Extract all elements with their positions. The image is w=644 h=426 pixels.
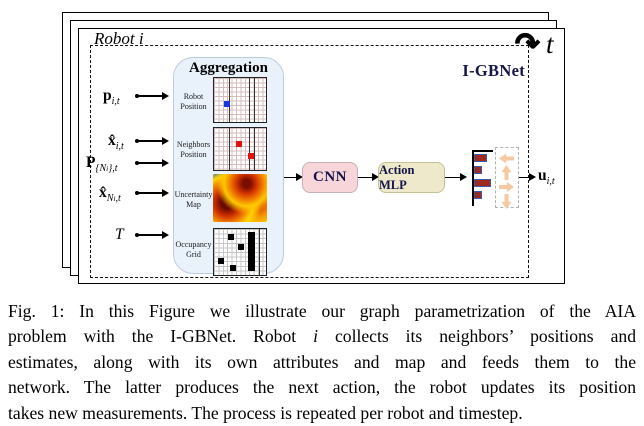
- symbol-main: P: [86, 154, 96, 171]
- arrow-dot: [135, 233, 139, 237]
- arrow-line: [445, 176, 462, 179]
- caption-robot-index: i: [313, 326, 319, 347]
- arrowhead-icon: [296, 173, 303, 181]
- input-arrow: [135, 92, 169, 100]
- uncertainty-map-label: Uncertainty Map: [174, 190, 213, 209]
- arrow-line: [138, 234, 163, 236]
- arrowhead-icon: [162, 231, 169, 239]
- symbol-subscript: ,t: [115, 193, 121, 205]
- input-arrow: [135, 159, 169, 167]
- input-arrow: [135, 189, 169, 197]
- robot-position-grid: [213, 77, 267, 123]
- uncertainty-map-image: [213, 174, 267, 222]
- symbol-subscript: },t: [108, 163, 118, 175]
- arrowhead-icon: [529, 173, 536, 181]
- arrow-dot: [135, 94, 139, 98]
- flow-arrow-cnn-to-mlp: [358, 173, 379, 182]
- symbol-main: p: [103, 87, 112, 104]
- arrow-dot: [135, 161, 139, 165]
- symbol-subscript: i,t: [111, 96, 120, 108]
- arrow-line: [284, 176, 298, 179]
- input-arrow: [135, 137, 169, 145]
- caption-line: problem with the I-GBNet. Robot i collec…: [8, 324, 636, 349]
- action-right-arrow-icon: [499, 181, 514, 193]
- arrow-line: [138, 140, 163, 142]
- neighbors-position-grid: [213, 127, 267, 171]
- arrow-line: [138, 162, 163, 164]
- cnn-block: CNN: [302, 162, 358, 193]
- arrow-dot: [135, 139, 139, 143]
- obstacle-cell: [230, 265, 236, 271]
- robot-position-label: Robot Position: [180, 92, 207, 111]
- caption-text: collects its neighbors’ positions and: [318, 326, 636, 347]
- output-bar: [474, 154, 487, 162]
- symbol-main: T: [115, 226, 124, 243]
- input-arrow: [135, 231, 169, 239]
- arrowhead-icon: [162, 159, 169, 167]
- timestep-label: t: [546, 29, 554, 59]
- arrow-dot: [135, 191, 139, 195]
- flow-arrow-mlp-to-output: [445, 173, 467, 182]
- caption-text: takes new measurements. The process is r…: [8, 402, 523, 423]
- robot-i-label: Robot i: [94, 29, 144, 48]
- action-mlp-block: Action MLP: [378, 162, 445, 193]
- symbol-main: x̂: [108, 132, 116, 149]
- symbol-subscript: N: [106, 193, 114, 205]
- input-neighbors-positions-symbol: P{Ni},t: [86, 154, 118, 174]
- arrow-line: [138, 95, 163, 97]
- caption-line: estimates, along with its own attributes…: [8, 350, 636, 375]
- symbol-subscript: i,t: [546, 176, 555, 188]
- bar-axis-top: [472, 150, 493, 152]
- symbol-main: u: [538, 167, 547, 184]
- arrowhead-icon: [162, 137, 169, 145]
- symbol-subscript: i,t: [115, 141, 124, 153]
- arrow-line: [358, 176, 374, 179]
- aggregation-title: Aggregation: [189, 60, 268, 76]
- neighbors-position-label: Neighbors Position: [176, 140, 211, 159]
- input-neighbors-estimates-symbol: x̂Ni,t: [99, 184, 121, 204]
- output-bar: [474, 191, 482, 199]
- neighbor-marker: [236, 141, 242, 147]
- arrowhead-icon: [460, 173, 467, 181]
- igbnet-dashed-boundary: [90, 45, 529, 278]
- occupancy-grid-label: Occupancy Grid: [175, 240, 212, 259]
- input-robot-position-symbol: pi,t: [103, 87, 120, 107]
- obstacle-cell: [238, 244, 244, 250]
- caption-text: problem with the I-GBNet. Robot: [8, 326, 314, 347]
- caption-line: takes new measurements. The process is r…: [8, 401, 636, 426]
- caption-text: estimates, along with its own attributes…: [8, 351, 636, 372]
- output-control-symbol: ui,t: [538, 167, 555, 187]
- obstacle-cell: [218, 258, 224, 264]
- arrow-line: [517, 176, 531, 179]
- caption-line: network. The latter produces the next ac…: [8, 375, 636, 400]
- output-bar: [474, 166, 482, 174]
- caption-line: Fig. 1: In this Figure we illustrate our…: [8, 299, 636, 324]
- obstacle-cell: [228, 234, 234, 240]
- neighbor-marker: [248, 153, 254, 159]
- output-bar: [474, 179, 491, 187]
- input-own-estimate-symbol: x̂i,t: [108, 132, 124, 152]
- arrowhead-icon: [162, 92, 169, 100]
- symbol-subsubscript: i: [106, 164, 109, 174]
- igbnet-title: I-GBNet: [462, 61, 525, 80]
- symbol-subsubscript: i: [113, 194, 116, 204]
- occupancy-grid-image: [213, 228, 267, 276]
- caption-text: Fig. 1: In this Figure we illustrate our…: [8, 301, 636, 321]
- input-map-symbol: T: [115, 226, 124, 244]
- figure-caption: Fig. 1: In this Figure we illustrate our…: [8, 299, 636, 426]
- symbol-subscript: {N: [95, 163, 107, 175]
- timestep-loop-icon: ↷: [514, 26, 541, 62]
- robot-marker: [224, 101, 230, 107]
- symbol-main: x̂: [99, 184, 107, 201]
- bar-axis-vertical: [472, 150, 474, 206]
- flow-arrow-agg-to-cnn: [284, 173, 303, 182]
- arrowhead-icon: [162, 189, 169, 197]
- arrowhead-icon: [372, 173, 379, 181]
- caption-text: network. The latter produces the next ac…: [8, 377, 636, 398]
- flow-arrow-to-action: [517, 173, 536, 182]
- arrow-line: [138, 192, 163, 194]
